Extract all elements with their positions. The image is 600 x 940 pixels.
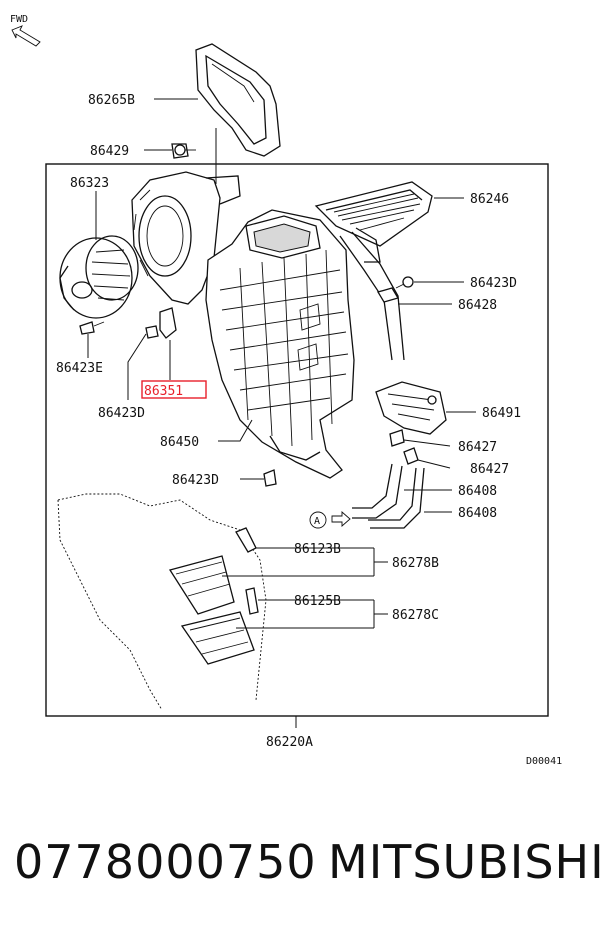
label-86278B: 86278B <box>392 556 439 571</box>
diagram-code: D00041 <box>526 756 562 767</box>
label-86423D-upper: 86423D <box>470 276 517 291</box>
bracket-86428 <box>377 287 399 303</box>
label-86429: 86429 <box>90 144 129 159</box>
fwd-label: FWD <box>10 14 28 25</box>
label-86246: 86246 <box>470 192 509 207</box>
screw-86423D-left <box>145 325 159 339</box>
blower-motor-86323 <box>59 235 139 319</box>
blower-housing <box>131 171 241 305</box>
label-86351: 86351 <box>144 384 183 399</box>
hvac-unit-body <box>205 209 355 479</box>
screw-86423E <box>79 321 105 335</box>
highlight-box-86351 <box>141 380 207 399</box>
callout-a: A <box>309 511 351 529</box>
hose-86408 <box>352 463 425 529</box>
product-caption: 0778000750 MITSUBISHI <box>0 835 600 905</box>
label-86427-lower: 86427 <box>470 462 509 477</box>
label-86427-upper: 86427 <box>458 440 497 455</box>
clip-86427-lower <box>403 447 419 465</box>
label-86491: 86491 <box>482 406 521 421</box>
assembly-frame <box>45 163 549 717</box>
label-86125B: 86125B <box>294 594 341 609</box>
leader-lines <box>87 98 476 728</box>
clip-86427-upper <box>389 429 405 447</box>
label-86423E: 86423E <box>56 361 103 376</box>
fwd-indicator: FWD <box>10 14 41 47</box>
callout-a-letter: A <box>314 516 320 527</box>
filter-86278B <box>168 555 235 615</box>
fwd-arrow-icon <box>11 25 41 47</box>
label-86408-lower: 86408 <box>458 506 497 521</box>
filter-86278C <box>180 611 255 665</box>
bolt-86423D-upper <box>395 276 414 289</box>
label-86450: 86450 <box>160 435 199 450</box>
parts-diagram: FWD <box>10 14 562 767</box>
label-86278C: 86278C <box>392 608 439 623</box>
brand-name: MITSUBISHI <box>328 835 600 889</box>
label-86265B: 86265B <box>88 93 135 108</box>
part-number: 0778000750 <box>14 835 317 889</box>
duct-86265B <box>195 43 281 157</box>
label-86408-upper: 86408 <box>458 484 497 499</box>
heater-core-86246 <box>314 181 433 361</box>
screw-86429 <box>171 143 196 159</box>
bolt-86423D-lower <box>263 469 277 487</box>
clip-86123B <box>235 527 257 553</box>
part-labels: 86265B 86429 86323 86246 86423D 86428 86… <box>56 93 562 767</box>
label-86123B: 86123B <box>294 542 341 557</box>
label-86423D-lower: 86423D <box>172 473 219 488</box>
clip-86125B <box>245 587 259 615</box>
dashboard-outline <box>57 493 267 711</box>
label-86323: 86323 <box>70 176 109 191</box>
actuator-86351 <box>159 307 177 339</box>
label-86220A: 86220A <box>266 735 313 750</box>
label-86423D-left: 86423D <box>98 406 145 421</box>
part-86491 <box>375 381 447 435</box>
label-86428: 86428 <box>458 298 497 313</box>
